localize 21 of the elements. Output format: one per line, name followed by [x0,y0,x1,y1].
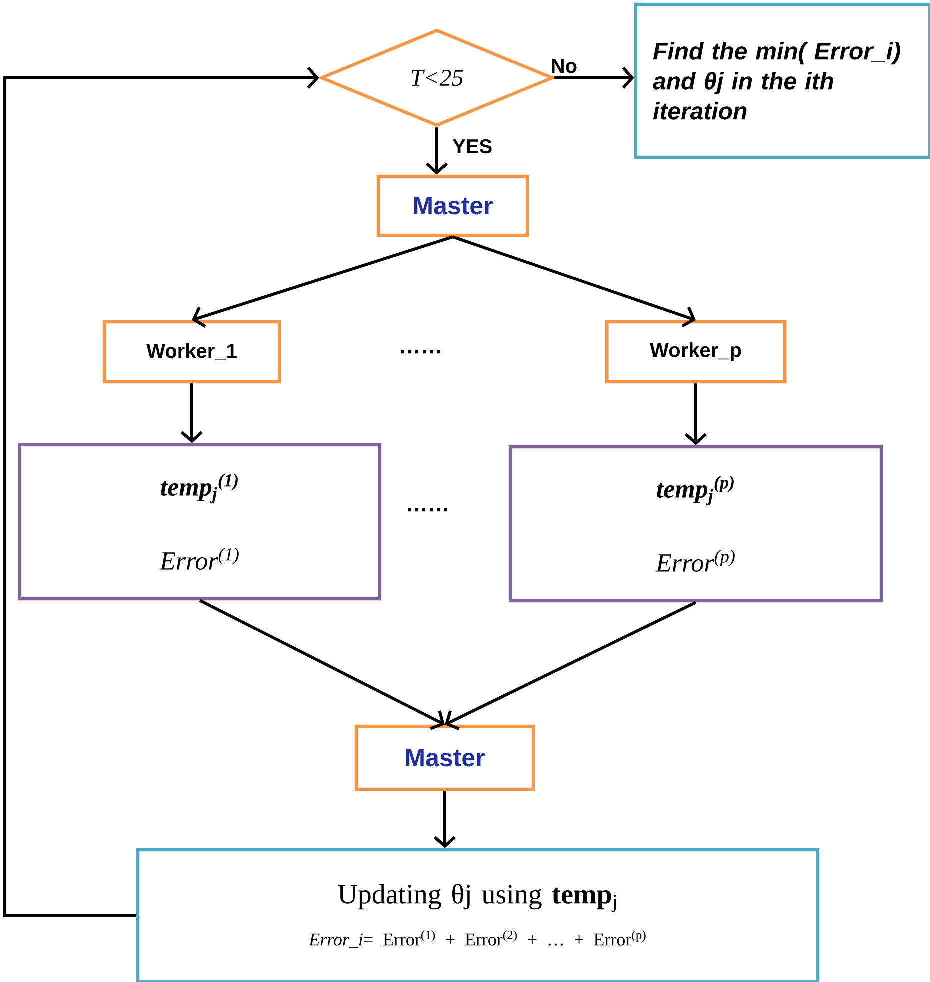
result-box: Find the min( Error_i) and θj in the ith iteration [634,2,930,160]
arrow [426,128,448,175]
edge-label: YES [452,138,494,155]
arrow [199,599,445,730]
update-box: Updating θj using temp$_{j}$ Error_i= Error$^{(1)}$ + Error$^{(2)}$ + … + Error$^{(p)}$ [136,848,820,982]
ellipsis: …… [408,508,448,512]
arrow [192,236,454,328]
result-box: temp$_{j}$(p) Error$^{(p)}$ [508,445,884,603]
arrow [181,384,203,444]
worker-box: Worker_1 [102,320,282,384]
arrow [685,384,707,446]
arrow [4,67,320,918]
process-box: Master [354,724,536,792]
result-box: temp$_{j}$(1) Error$^{(1)}$ [18,443,382,601]
arrow [554,67,634,89]
arrow [452,236,696,328]
process-box: Master [376,174,530,238]
ellipsis: …… [401,350,441,354]
worker-box: Worker_p [605,320,787,384]
arrow [434,791,456,848]
arrow [445,601,697,730]
